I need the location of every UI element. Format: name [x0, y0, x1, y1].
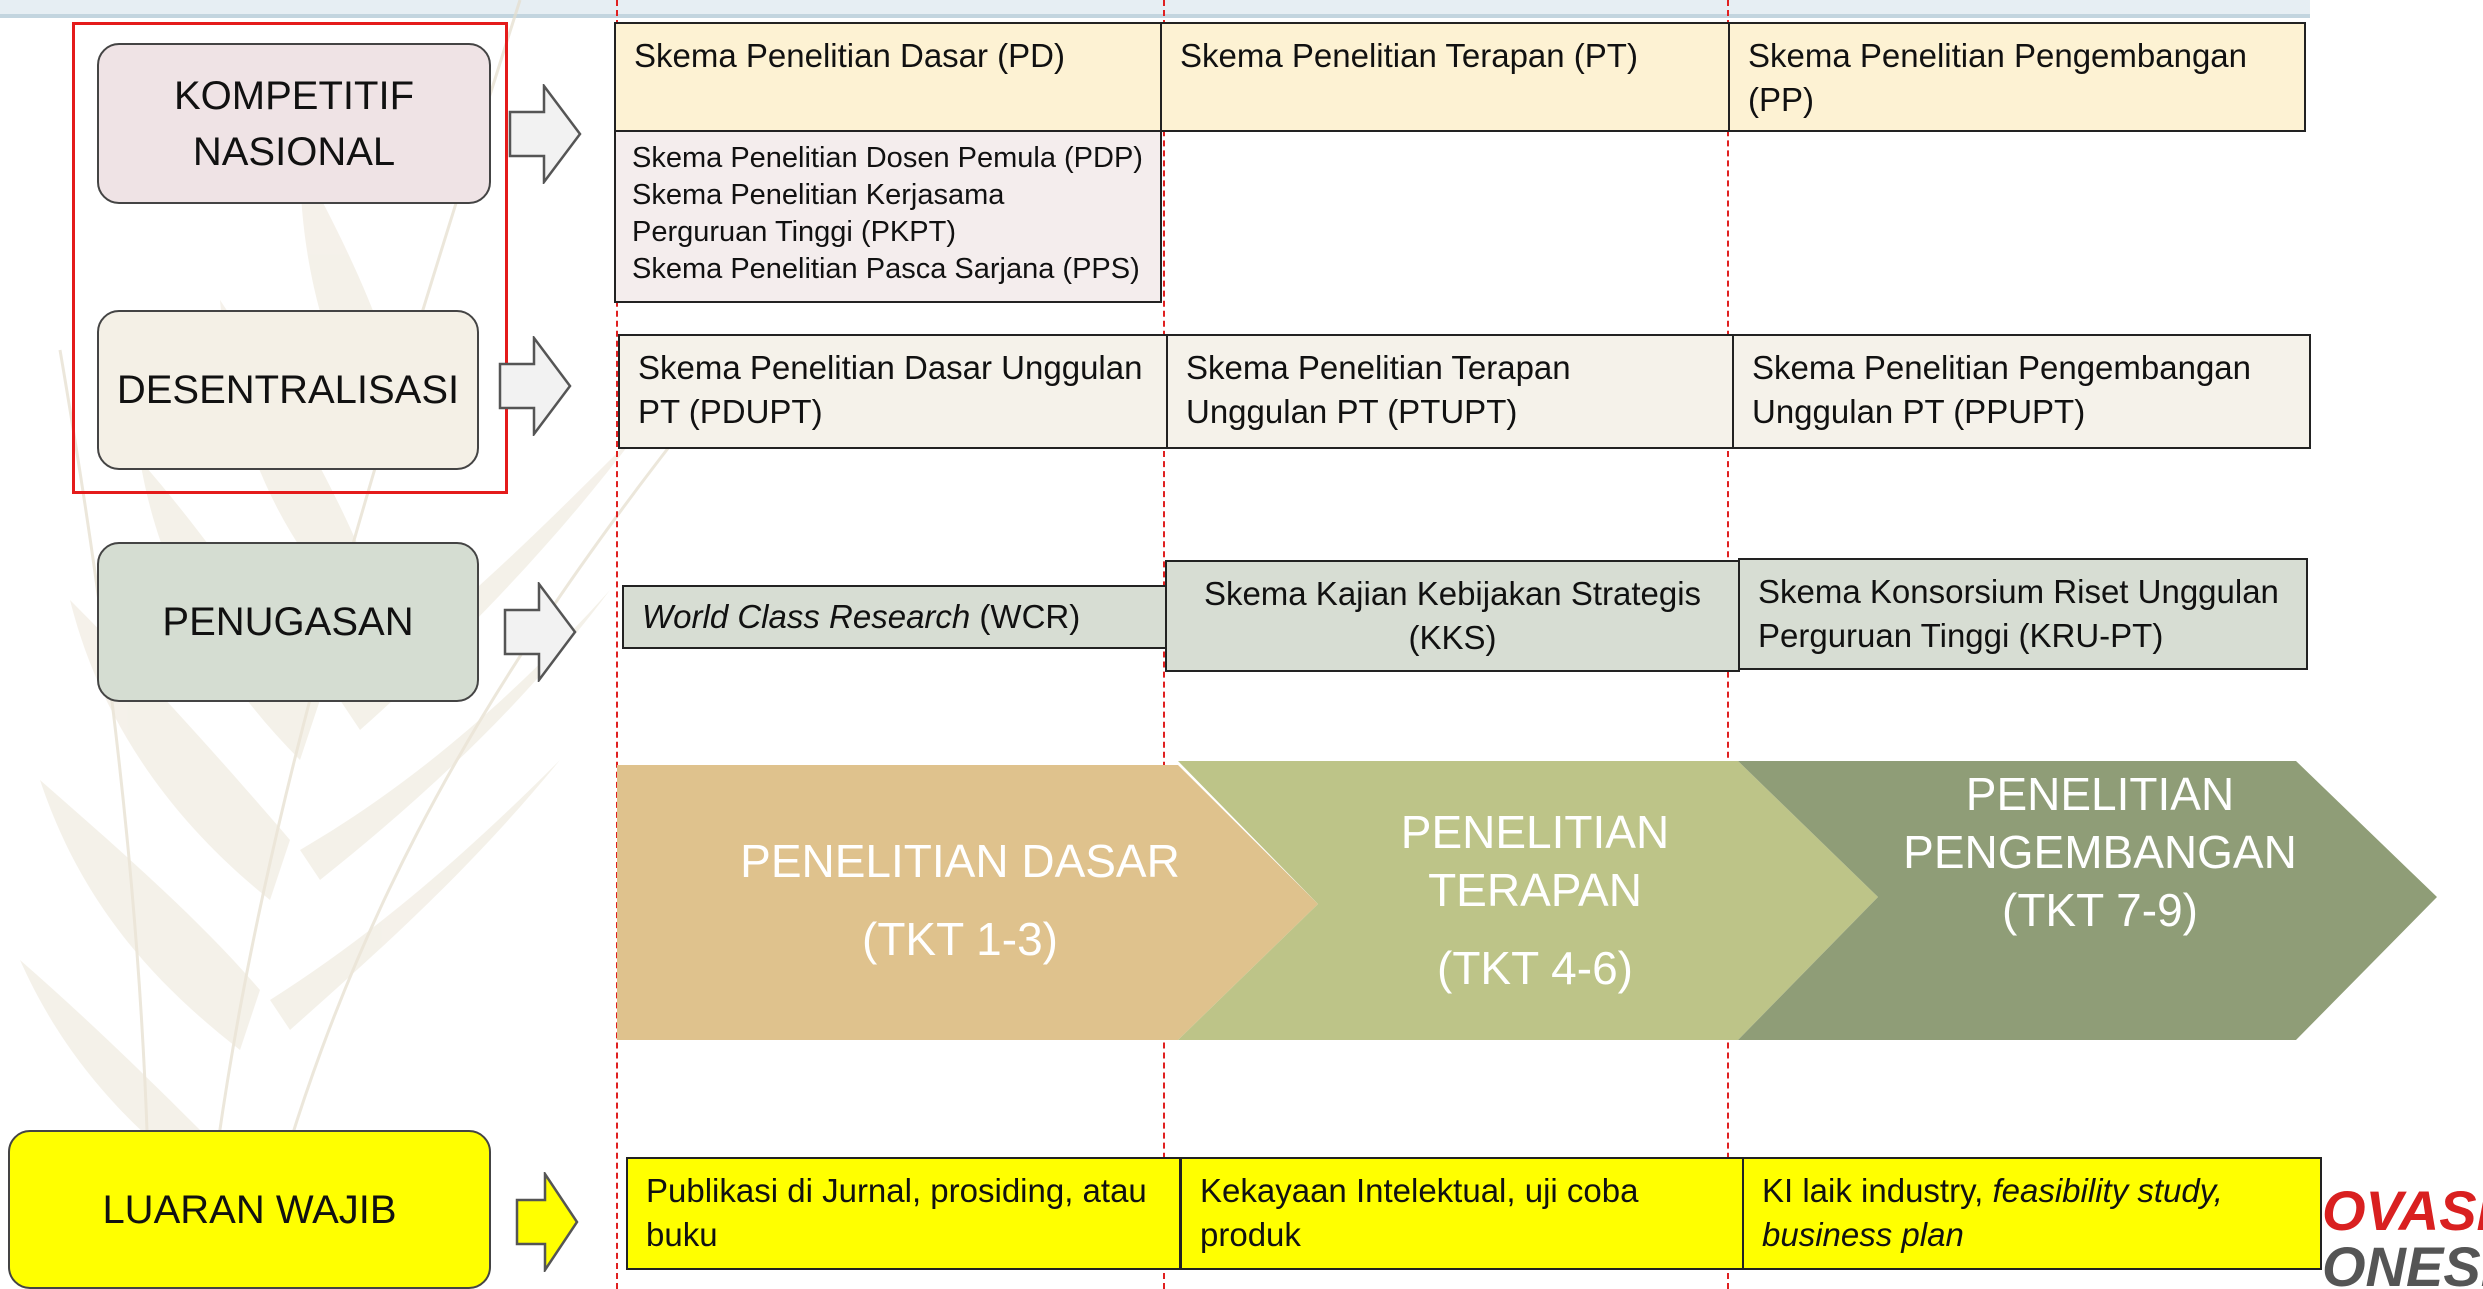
- top-bar: [0, 0, 2310, 18]
- skema-ppupt-cell: Skema Penelitian Pengembangan Unggulan P…: [1732, 334, 2311, 449]
- stage-tkt-pengembangan: (TKT 7-9): [2002, 884, 2198, 936]
- right-arrow-icon: [515, 1172, 579, 1272]
- sub-skema-pkpt: Skema Penelitian Kerjasama Perguruan Tin…: [632, 179, 1005, 248]
- sub-skema-pdp: Skema Penelitian Dosen Pemula (PDP): [632, 142, 1143, 174]
- stage-label-pengembangan: PENELITIAN PENGEMBANGAN (TKT 7-9): [1880, 765, 2320, 945]
- stage-name-terapan: PENELITIAN TERAPAN: [1400, 806, 1670, 916]
- skema-wcr-cell: World Class Research (WCR): [622, 585, 1167, 649]
- highlight-frame: [72, 22, 508, 494]
- right-arrow-icon: [498, 336, 572, 436]
- inovasi-indonesia-logo: OVASI ONESIA: [2322, 1183, 2483, 1289]
- skema-krupt-cell: Skema Konsorsium Riset Unggulan Pergurua…: [1738, 558, 2308, 670]
- skema-pp-cell: Skema Penelitian Pengembangan (PP): [1728, 22, 2306, 132]
- stage-label-terapan: PENELITIAN TERAPAN (TKT 4-6): [1370, 790, 1700, 1010]
- stage-arrow-dasar: [617, 765, 1318, 1040]
- skema-pt-cell: Skema Penelitian Terapan (PT): [1160, 22, 1730, 132]
- stage-tkt-terapan: (TKT 4-6): [1437, 942, 1633, 994]
- wcr-abbrev-label: (WCR): [970, 598, 1081, 635]
- skema-pdupt-cell: Skema Penelitian Dasar Unggulan PT (PDUP…: [618, 334, 1168, 449]
- category-luaran-wajib: LUARAN WAJIB: [8, 1130, 491, 1289]
- category-desentralisasi: DESENTRALISASI: [97, 310, 479, 470]
- stage-label-dasar: PENELITIAN DASAR (TKT 1-3): [660, 810, 1260, 990]
- stage-name-dasar: PENELITIAN DASAR: [740, 835, 1180, 887]
- luaran-ki-industry-text: KI laik industry,: [1762, 1172, 1993, 1209]
- luaran-ki-cell: Kekayaan Intelektual, uji coba produk: [1180, 1157, 1744, 1270]
- wcr-italic-label: World Class Research: [642, 598, 971, 635]
- logo-line-1: OVASI: [2322, 1183, 2483, 1242]
- category-penugasan: PENUGASAN: [97, 542, 479, 702]
- skema-ptupt-cell: Skema Penelitian Terapan Unggulan PT (PT…: [1166, 334, 1734, 449]
- stage-arrow-terapan: [1178, 761, 1878, 1040]
- right-arrow-icon: [503, 582, 577, 682]
- sub-skema-pps: Skema Penelitian Pasca Sarjana (PPS): [632, 253, 1140, 285]
- stage-tkt-dasar: (TKT 1-3): [862, 913, 1058, 965]
- logo-line-2: ONESIA: [2322, 1235, 2483, 1289]
- sub-skema-list: Skema Penelitian Dosen Pemula (PDP) Skem…: [614, 130, 1162, 303]
- skema-pd-cell: Skema Penelitian Dasar (PD): [614, 22, 1162, 132]
- stage-name-pengembangan: PENELITIAN PENGEMBANGAN: [1903, 768, 2297, 878]
- dashed-guide-line-1: [616, 0, 618, 1289]
- luaran-ki-industry-cell: KI laik industry, feasibility study, bus…: [1742, 1157, 2322, 1270]
- stage-arrow-pengembangan: [1738, 761, 2437, 1040]
- luaran-feasibility-text: feasibility study, business plan: [1762, 1172, 2223, 1253]
- right-arrow-icon: [508, 84, 582, 184]
- luaran-publikasi-cell: Publikasi di Jurnal, prosiding, atau buk…: [626, 1157, 1181, 1270]
- category-kompetitif-nasional: KOMPETITIF NASIONAL: [97, 43, 491, 204]
